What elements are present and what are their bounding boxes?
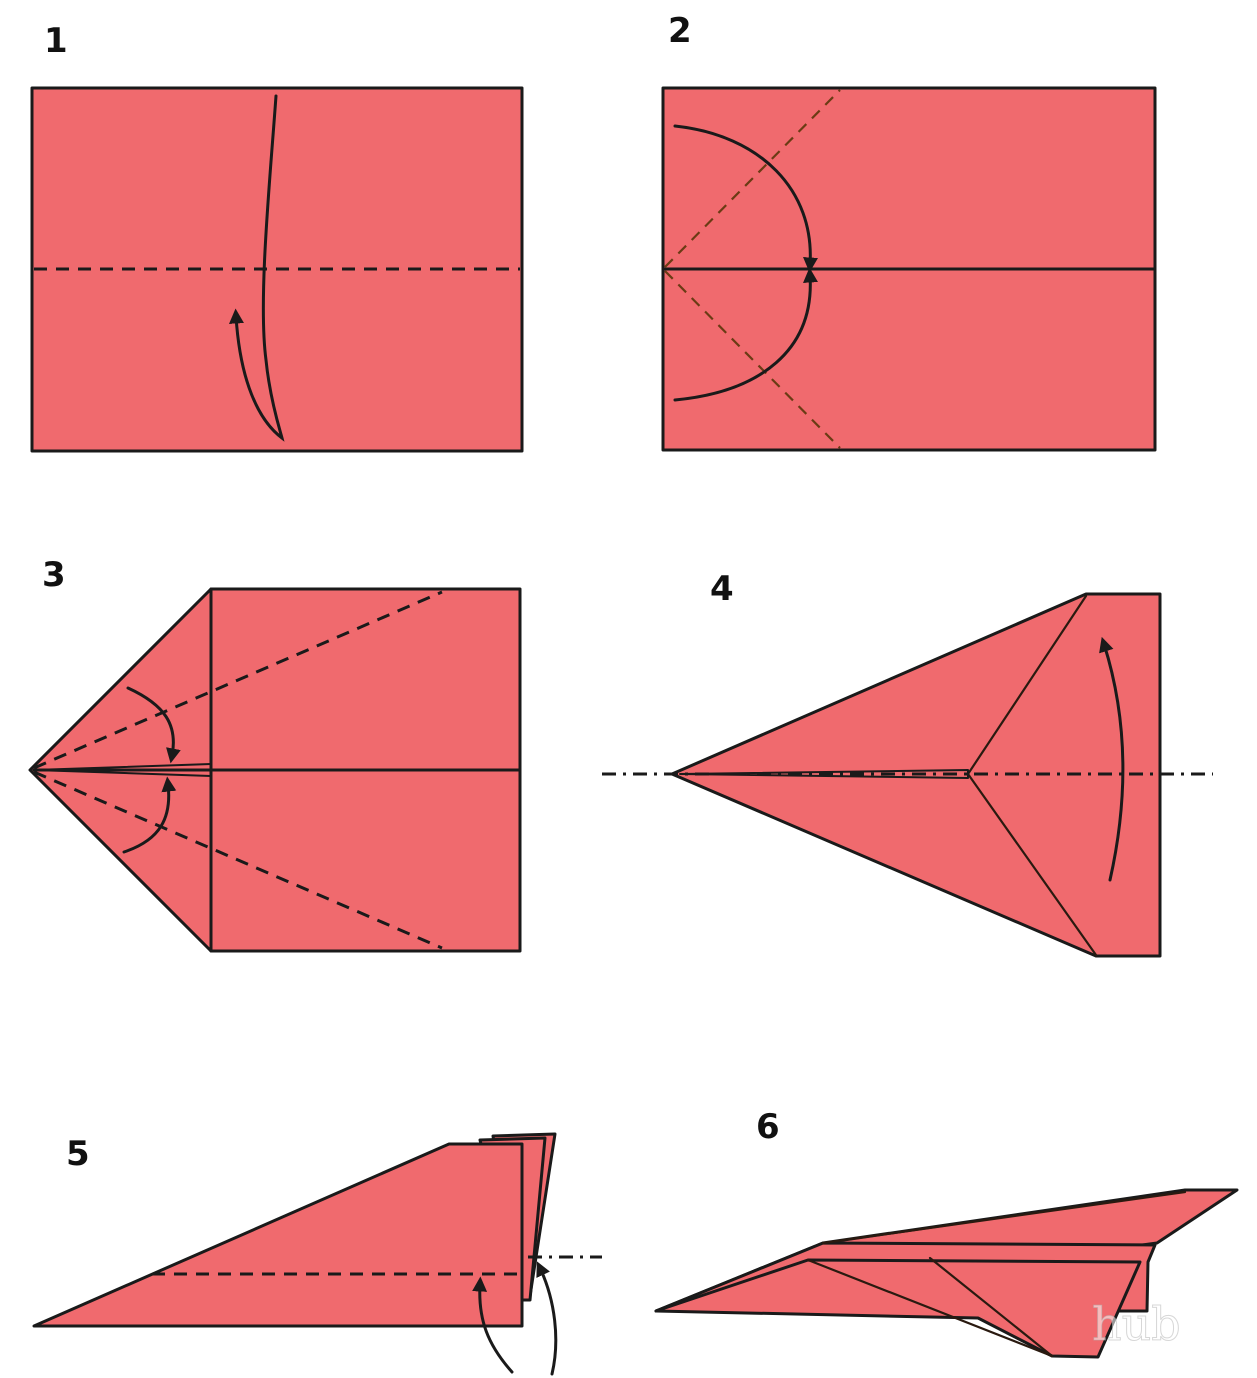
step-6-near-wing [654, 1258, 1142, 1359]
step-3-center-flap-detail [33, 763, 212, 777]
step-5-front-wing-arrow [472, 1276, 514, 1374]
step-2-number: 2 [668, 11, 692, 51]
step-6-near-wing-crease [806, 1258, 1054, 1358]
step-4-fold-in-half-arrow [1099, 636, 1125, 882]
step-6-wing-top-line [821, 1190, 1187, 1245]
step-2-top-corner-arrow [673, 124, 818, 273]
step-4-lower-wing-crease [966, 772, 1098, 957]
step-2-bottom-corner-fold-line [664, 270, 841, 449]
step-5-number: 5 [66, 1134, 90, 1174]
step-6-watermark-logo: hub [1092, 1297, 1181, 1351]
step-5-back-wing-arrow [536, 1261, 558, 1376]
step-2-bottom-corner-arrow [673, 267, 818, 402]
step-4-number: 4 [710, 569, 734, 609]
step-3-lower-fold-arrow [122, 776, 177, 854]
step-6-number: 6 [756, 1107, 780, 1147]
step-4-upper-wing-crease [966, 594, 1088, 776]
step-3-upper-fold-line [33, 590, 443, 770]
step-2-top-corner-fold-line [664, 89, 841, 268]
step-3: 3 [28, 555, 522, 953]
step-2: 2 [661, 11, 1157, 452]
step-4-center-keel [679, 769, 969, 779]
step-1-number: 1 [44, 21, 68, 61]
step-6-center-crease [928, 1256, 1054, 1358]
step-5-front-wing [32, 1142, 524, 1328]
step-6: 6 hub [654, 1107, 1239, 1359]
step-1-fold-up-arrow [228, 94, 285, 442]
step-3-number: 3 [42, 555, 66, 595]
step-4: 4 [602, 569, 1213, 958]
step-3-lower-fold-line [33, 770, 443, 950]
step-1: 1 [30, 21, 524, 453]
step-3-upper-fold-arrow [126, 686, 181, 764]
step-5: 5 [32, 1132, 602, 1376]
